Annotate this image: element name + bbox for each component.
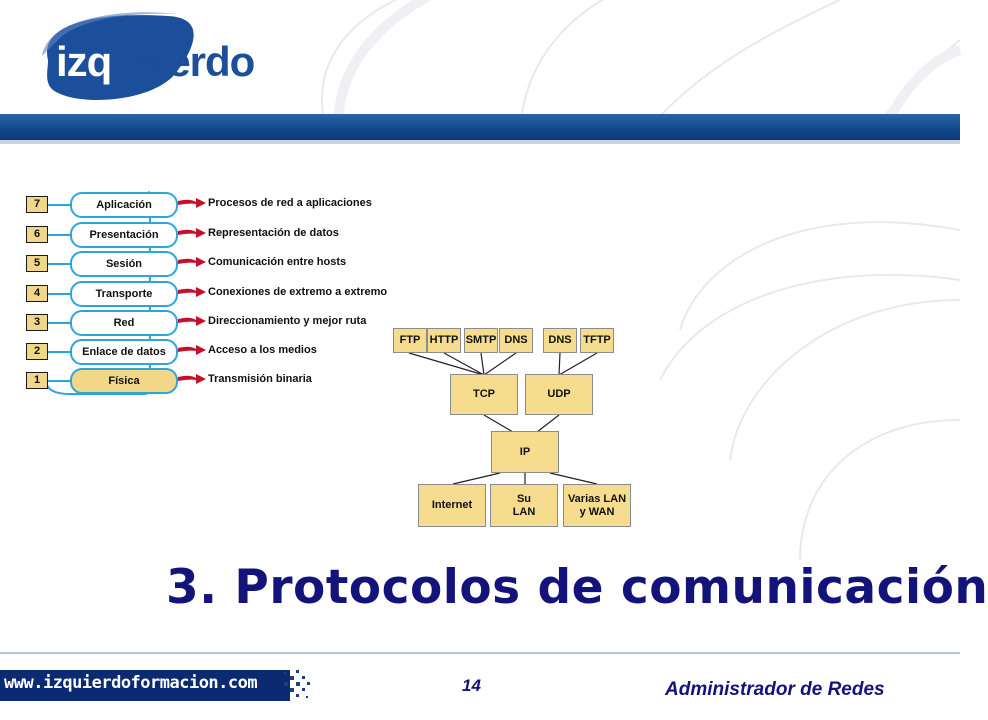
osi-layer-name: Transporte (70, 281, 178, 307)
osi-layer-name: Red (70, 310, 178, 336)
osi-layer-number: 3 (26, 314, 48, 331)
network-box: Internet (418, 484, 486, 527)
slide: izq uierdo 7 Aplicación Procesos de red a … (0, 0, 988, 701)
protocol-box: HTTP (427, 328, 461, 353)
footer-url-link[interactable]: www.izquierdoformacion.com (4, 673, 258, 693)
osi-layer-name: Enlace de datos (70, 339, 178, 365)
osi-layer-number: 7 (26, 196, 48, 213)
osi-layer-connector (48, 263, 72, 265)
logo-text-white: izq (56, 38, 111, 85)
footer-url-band (0, 670, 290, 701)
red-arrow-icon (178, 228, 206, 238)
osi-layer-number: 5 (26, 255, 48, 272)
osi-layer-connector (48, 293, 72, 295)
red-arrow-icon (178, 374, 206, 384)
header-band (0, 114, 960, 140)
osi-layer-number: 1 (26, 372, 48, 389)
red-arrow-icon (178, 345, 206, 355)
protocol-box: TFTP (580, 328, 614, 353)
slide-title: 3. Protocolos de comunicación (166, 560, 988, 615)
red-arrow-icon (178, 316, 206, 326)
protocol-box: FTP (393, 328, 427, 353)
red-arrow-icon (178, 257, 206, 267)
logo-text-blue: uierdo (132, 38, 255, 85)
osi-layer-name: Presentación (70, 222, 178, 248)
osi-layer-description: Comunicación entre hosts (208, 256, 347, 268)
protocol-box: DNS (499, 328, 533, 353)
footer-rule (0, 652, 960, 654)
osi-layer-connector (48, 380, 72, 382)
footer-dots-decoration (284, 670, 310, 698)
osi-layer-description: Direccionamiento y mejor ruta (208, 315, 367, 327)
osi-layer-description: Acceso a los medios (208, 344, 317, 356)
osi-layer-description: Conexiones de extremo a extremo (208, 286, 388, 298)
osi-layer-name: Sesión (70, 251, 178, 277)
osi-layer-connector (48, 204, 72, 206)
protocol-box-ip: IP (491, 431, 559, 473)
page-number: 14 (462, 676, 481, 695)
izquierdo-logo: izq uierdo (42, 12, 256, 101)
osi-layer-number: 6 (26, 226, 48, 243)
course-name: Administrador de Redes (665, 679, 885, 700)
osi-layer-name: Aplicación (70, 192, 178, 218)
protocol-tree-connectors (408, 352, 598, 485)
network-box: Varias LAN y WAN (563, 484, 631, 527)
protocol-box-udp: UDP (525, 374, 593, 415)
protocol-box: SMTP (464, 328, 498, 353)
osi-layer-connector (48, 322, 72, 324)
osi-layer-connector (48, 234, 72, 236)
osi-layer-number: 4 (26, 285, 48, 302)
protocol-box: DNS (543, 328, 577, 353)
osi-layer-name: Física (70, 368, 178, 394)
red-arrow-icon (178, 287, 206, 297)
network-box: Su LAN (490, 484, 558, 527)
osi-layer-number: 2 (26, 343, 48, 360)
osi-layer-connector (48, 351, 72, 353)
red-arrow-icon (178, 198, 206, 208)
osi-layer-description: Transmisión binaria (208, 373, 312, 385)
header-band-rule (0, 140, 960, 144)
protocol-box-tcp: TCP (450, 374, 518, 415)
osi-layer-description: Representación de datos (208, 227, 339, 239)
osi-layer-description: Procesos de red a aplicaciones (208, 197, 372, 209)
